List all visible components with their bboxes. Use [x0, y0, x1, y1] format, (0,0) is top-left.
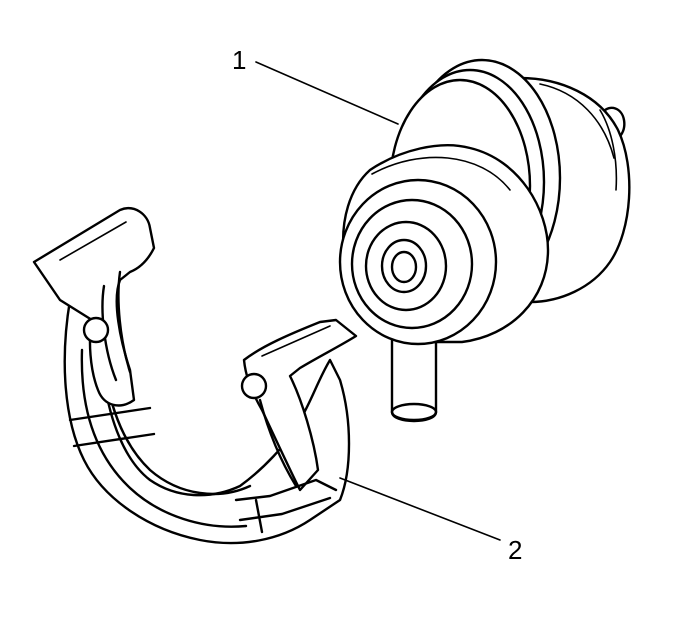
rear-housing-contour-2: [599, 109, 618, 191]
clip-left-crossbar-2: [72, 432, 156, 448]
body-highlight: [371, 156, 511, 191]
clip-left-slot-2: [117, 270, 132, 374]
callout-2-label: 2: [508, 535, 522, 565]
front-ring: [350, 198, 474, 330]
clip-right-arm-edge: [261, 325, 331, 357]
clip-left-crossbar: [68, 406, 152, 422]
retainer-clip: [32, 207, 358, 545]
clip-base-edge-2: [238, 496, 332, 522]
pressure-regulator: [338, 58, 631, 423]
clip-band: [63, 298, 351, 545]
clip-base-edge: [234, 478, 338, 502]
clip-right-knob: [240, 372, 268, 400]
callout-2-leader: [339, 477, 501, 541]
clip-left-knob: [82, 316, 110, 344]
inlet-ring: [364, 220, 448, 312]
clip-base-side: [254, 498, 264, 534]
clip-mid-curve: [80, 348, 248, 528]
callout-1-label: 1: [232, 45, 246, 75]
rear-housing-contour: [539, 83, 615, 159]
clip-right-slot: [258, 398, 298, 488]
clip-left-arm-edge: [59, 221, 127, 261]
outlet-tube-end: [390, 402, 438, 422]
inlet-port: [390, 250, 418, 284]
clip-left-arm: [32, 207, 156, 407]
callout-1-leader: [255, 61, 399, 125]
